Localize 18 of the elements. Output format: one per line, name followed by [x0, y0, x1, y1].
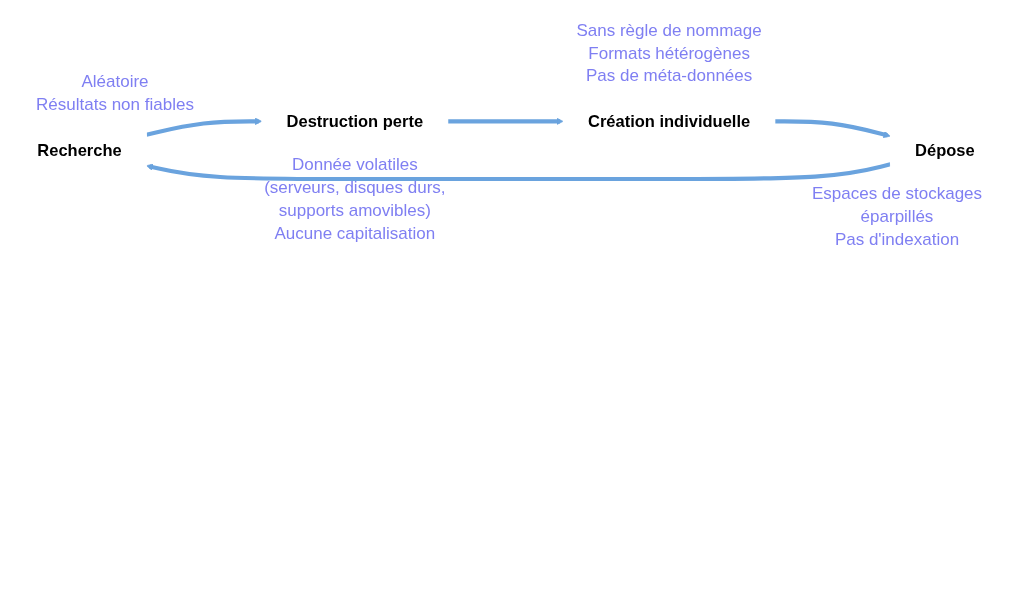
note-text: Donnée volatiles	[290, 154, 419, 177]
note-text: Pas d'indexation	[833, 228, 961, 251]
node-text: Destruction perte	[286, 112, 424, 131]
note-text: Résultats non fiables	[35, 94, 195, 117]
node-text: Création individuelle	[588, 112, 751, 131]
node-text: Recherche	[37, 141, 122, 160]
node-text: Dépose	[915, 141, 975, 160]
arrow	[146, 162, 891, 182]
note-text: Formats hétérogènes	[587, 42, 751, 65]
note-text: Aucune capitalisation	[273, 222, 437, 245]
arrow	[447, 117, 564, 125]
note-text: (serveurs, disques durs, supports amovibles)	[263, 177, 447, 222]
note-text: Aléatoire	[80, 71, 150, 94]
note-text: Espaces de stockages éparpillés	[810, 182, 984, 228]
arrow	[145, 117, 263, 137]
note-text: Pas de méta-données	[584, 65, 754, 88]
note-text: Sans règle de nommage	[575, 19, 763, 42]
arrow	[774, 119, 891, 139]
